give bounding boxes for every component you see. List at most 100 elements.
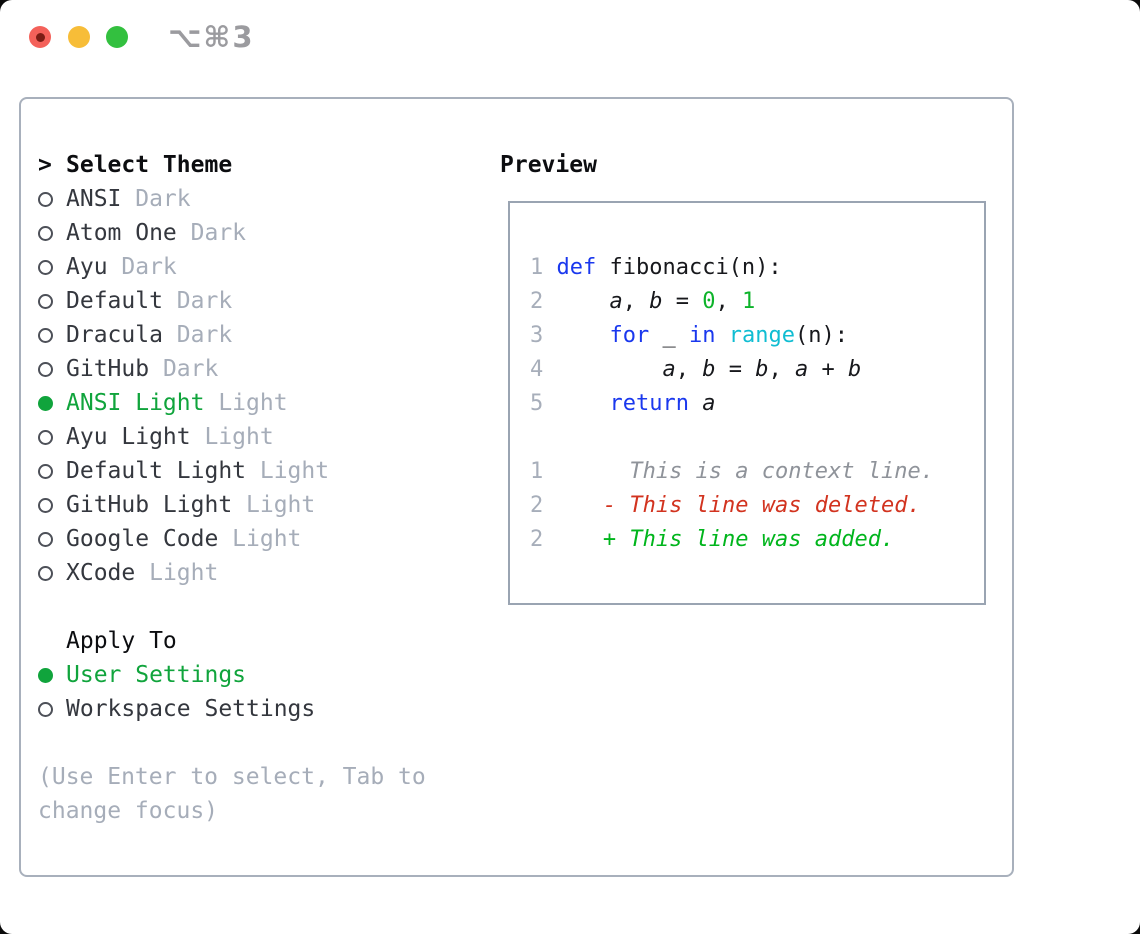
code-token: return	[609, 391, 689, 416]
code-token: 1	[741, 289, 756, 314]
diff-text: + This line was added.	[602, 527, 895, 552]
apply-option-user-settings[interactable]: User Settings	[38, 658, 478, 692]
theme-variant: Light	[259, 458, 330, 484]
radio-icon	[38, 429, 53, 445]
code-line: 1 def fibonacci(n):	[530, 251, 984, 285]
code-token: b	[702, 357, 716, 382]
keyboard-hint: (Use Enter to select, Tab to change focu…	[38, 764, 426, 824]
theme-option-default-light[interactable]: Default Light Light	[38, 454, 478, 488]
apply-option-label: User Settings	[66, 662, 247, 688]
code-token	[556, 357, 662, 382]
theme-variant: Light	[232, 526, 302, 552]
code-line: 3 for _ in range(n):	[530, 319, 984, 353]
radio-marker	[38, 531, 66, 547]
code-token: =	[662, 289, 703, 314]
code-token: a	[794, 357, 809, 382]
radio-marker	[38, 361, 66, 377]
radio-marker	[38, 701, 66, 717]
line-number: 1	[530, 255, 544, 280]
radio-marker	[38, 191, 66, 207]
line-number: 2	[530, 493, 544, 518]
blank-line	[530, 421, 984, 455]
radio-selected-icon	[38, 667, 53, 683]
theme-name: Default Light	[66, 458, 247, 484]
code-token: a	[609, 289, 623, 314]
code-line: 2 a, b = 0, 1	[530, 285, 984, 319]
code-token: ,	[715, 289, 742, 314]
radio-marker	[38, 327, 66, 343]
line-number: 4	[530, 357, 544, 382]
blank-line	[530, 217, 984, 251]
select-theme-header: > Select Theme	[38, 148, 478, 182]
theme-name: ANSI	[66, 186, 122, 212]
close-dot-icon	[35, 32, 45, 42]
code-token: fibonacci(n):	[596, 255, 782, 280]
apply-option-label: Workspace Settings	[66, 696, 316, 722]
diff-text: - This line was deleted.	[602, 493, 921, 518]
code-token: for	[609, 323, 650, 348]
theme-variant: Dark	[135, 186, 191, 212]
apply-to-header: Apply To	[38, 624, 478, 658]
line-number: 1	[530, 459, 544, 484]
theme-variant: Dark	[176, 322, 233, 348]
radio-icon	[38, 565, 53, 581]
zoom-button[interactable]	[106, 26, 128, 48]
radio-marker	[38, 429, 66, 445]
theme-variant: Light	[204, 424, 274, 450]
radio-icon	[38, 463, 53, 479]
theme-name: ANSI Light	[66, 390, 205, 416]
window-title: ⌥⌘3	[168, 20, 255, 54]
radio-marker	[38, 497, 66, 513]
radio-icon	[38, 497, 53, 513]
theme-name: Default	[66, 288, 163, 314]
focus-caret-icon: >	[38, 152, 52, 178]
line-number: 5	[530, 391, 544, 416]
theme-option-default[interactable]: Default Dark	[38, 284, 478, 318]
diff-line-added: 2 + This line was added.	[530, 523, 984, 557]
theme-variant: Light	[246, 492, 316, 518]
theme-option-ansi[interactable]: ANSI Dark	[38, 182, 478, 216]
code-token: a	[662, 357, 676, 382]
radio-icon	[38, 225, 53, 241]
theme-variant: Dark	[121, 254, 177, 280]
line-number: 2	[530, 527, 544, 552]
radio-icon	[38, 259, 53, 275]
radio-marker	[38, 293, 66, 309]
code-token	[556, 323, 609, 348]
theme-variant: Dark	[176, 288, 233, 314]
code-token: ,	[675, 357, 703, 382]
code-token: range	[728, 323, 795, 348]
minimize-button[interactable]	[68, 26, 90, 48]
theme-name: Ayu Light	[66, 424, 191, 450]
blank-line	[530, 557, 984, 591]
close-button[interactable]	[29, 26, 51, 48]
preview-title: Preview	[500, 152, 597, 178]
radio-icon	[38, 191, 53, 207]
apply-option-workspace-settings[interactable]: Workspace Settings	[38, 692, 478, 726]
diff-line-context: 1 This is a context line.	[530, 455, 984, 489]
radio-selected-icon	[38, 395, 53, 411]
theme-option-github-light[interactable]: GitHub Light Light	[38, 488, 478, 522]
radio-marker	[38, 667, 66, 683]
theme-option-ayu-light[interactable]: Ayu Light Light	[38, 420, 478, 454]
theme-name: GitHub Light	[66, 492, 233, 518]
code-token: =	[715, 357, 756, 382]
code-token	[689, 391, 702, 416]
radio-marker	[38, 259, 66, 275]
code-token	[556, 391, 609, 416]
code-token: 0	[702, 289, 716, 314]
code-token: def	[556, 255, 597, 280]
theme-name: GitHub	[66, 356, 150, 382]
radio-marker	[38, 225, 66, 241]
theme-variant: Light	[149, 560, 219, 586]
